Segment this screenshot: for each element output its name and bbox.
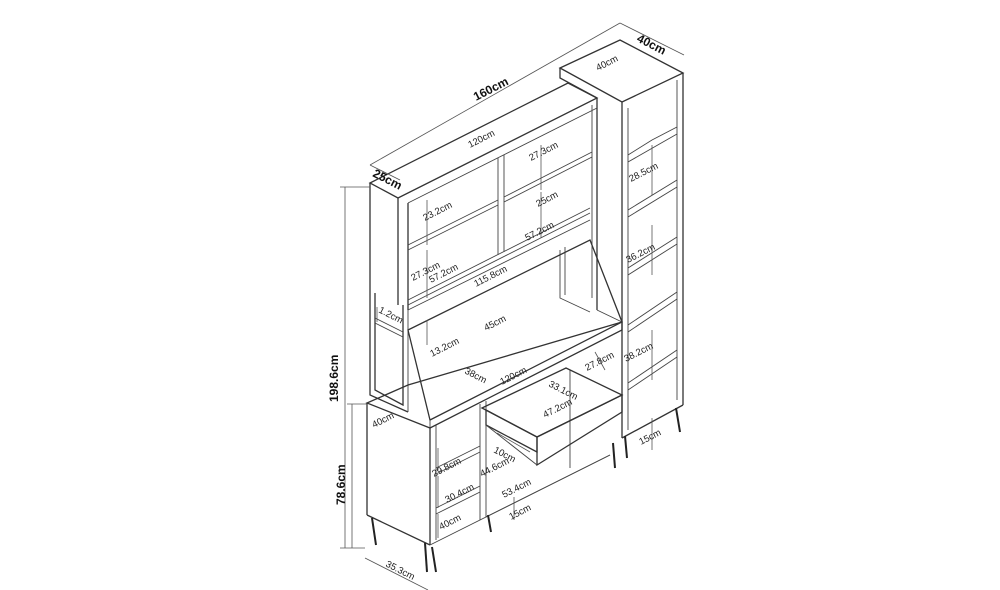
label-shelf-13-2: 13.2cm [428,336,461,360]
dimension-labels: 160cm 40cm 40cm 25cm 198.6cm 78.6cm 40cm… [327,31,668,583]
dimension-lines [340,22,685,590]
label-mid-44-6: 44.6cm [478,456,511,480]
label-top-depth: 25cm [371,166,405,192]
label-total-height: 198.6cm [327,355,341,402]
label-desk-27-8: 27.8cm [583,350,616,374]
upper-hutch [368,82,599,313]
label-shelf-115-8: 115.8cm [472,264,509,290]
label-lower-depth: 40cm [370,410,396,430]
label-mid-leg-15: 15cm [507,502,533,522]
label-total-width: 160cm [471,74,511,103]
drawer [480,367,624,467]
label-left-35-3: 35.3cm [384,559,417,583]
label-desk-120: 120cm [498,365,528,388]
label-shelf-1-2: 1.2cm [377,305,405,327]
label-desk-38: 38cm [463,366,489,386]
label-left-29-8: 29.8cm [430,456,463,480]
label-shelf-57-2-a: 57.2cm [523,220,556,244]
label-right-28-5: 28.5cm [627,161,660,185]
label-lower-height: 78.6cm [334,464,348,505]
label-shelf-27-3-a: 27.3cm [527,140,560,164]
label-right-leg-15: 15cm [637,427,663,447]
left-frame [369,290,409,413]
lower-cabinet [365,321,623,573]
label-mid-53-4: 53.4cm [500,477,533,501]
right-bookcase [558,39,685,469]
label-right-depth-top: 40cm [594,53,620,73]
label-drawer-47-2: 47.2cm [541,397,574,421]
label-shelf-23-2: 23.2cm [421,200,454,224]
label-right-38-2: 38.2cm [622,341,655,365]
label-right-depth: 40cm [635,31,669,57]
label-shelf-45: 45cm [482,313,508,333]
label-left-40: 40cm [437,512,463,532]
label-shelf-25: 25cm [534,189,560,209]
